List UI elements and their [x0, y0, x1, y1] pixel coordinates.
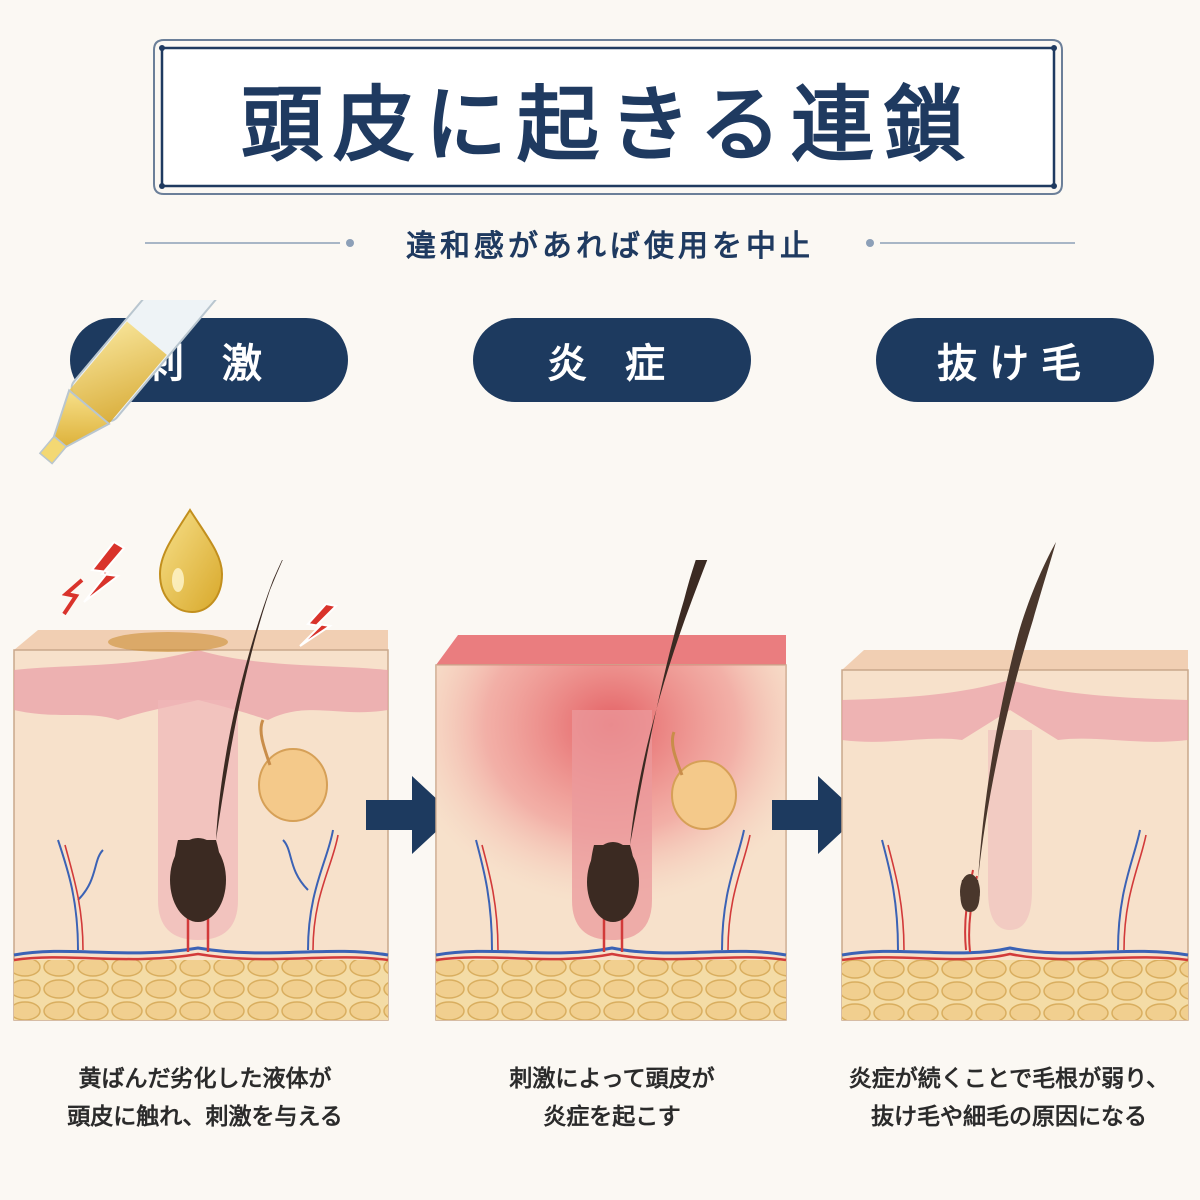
caption-inflammation-line2: 炎症を起こす	[543, 1104, 681, 1130]
caption-irritation: 黄ばんだ劣化した液体が 頭皮に触れ、刺激を与える	[30, 1060, 380, 1140]
scalp-panel-inflammation	[435, 560, 787, 1021]
page-title: 頭皮に起きる連鎖	[240, 76, 976, 173]
arrow-right-icon	[366, 776, 454, 854]
stage-label-inflammation: 炎 症	[473, 318, 751, 402]
title-frame: 頭皮に起きる連鎖	[150, 36, 1066, 198]
subtitle: 違和感があれば使用を中止	[406, 229, 814, 264]
scalp-panel-irritation	[13, 560, 389, 1021]
caption-hair-loss-line1: 炎症が続くことで毛根が弱り、	[848, 1066, 1170, 1092]
stage-label-hair-loss: 抜け毛	[876, 318, 1154, 402]
caption-hair-loss-line2: 抜け毛や細毛の原因になる	[871, 1104, 1147, 1130]
caption-inflammation-line1: 刺激によって頭皮が	[509, 1066, 715, 1092]
caption-irritation-line2: 頭皮に触れ、刺激を与える	[67, 1104, 343, 1130]
scalp-panel-hair-loss	[841, 542, 1189, 1021]
caption-hair-loss: 炎症が続くことで毛根が弱り、 抜け毛や細毛の原因になる	[824, 1060, 1194, 1140]
caption-irritation-line1: 黄ばんだ劣化した液体が	[78, 1066, 332, 1092]
irritation-spark-icon	[62, 540, 126, 616]
subtitle-row: 違和感があれば使用を中止	[145, 218, 1075, 268]
dropper-icon	[38, 300, 230, 614]
caption-inflammation: 刺激によって頭皮が 炎症を起こす	[432, 1060, 792, 1140]
arrow-right-icon-2	[772, 776, 860, 854]
ornamental-frame	[153, 39, 1063, 195]
irritation-spark-icon-right	[299, 602, 339, 647]
subtitle-rule	[145, 239, 1075, 247]
